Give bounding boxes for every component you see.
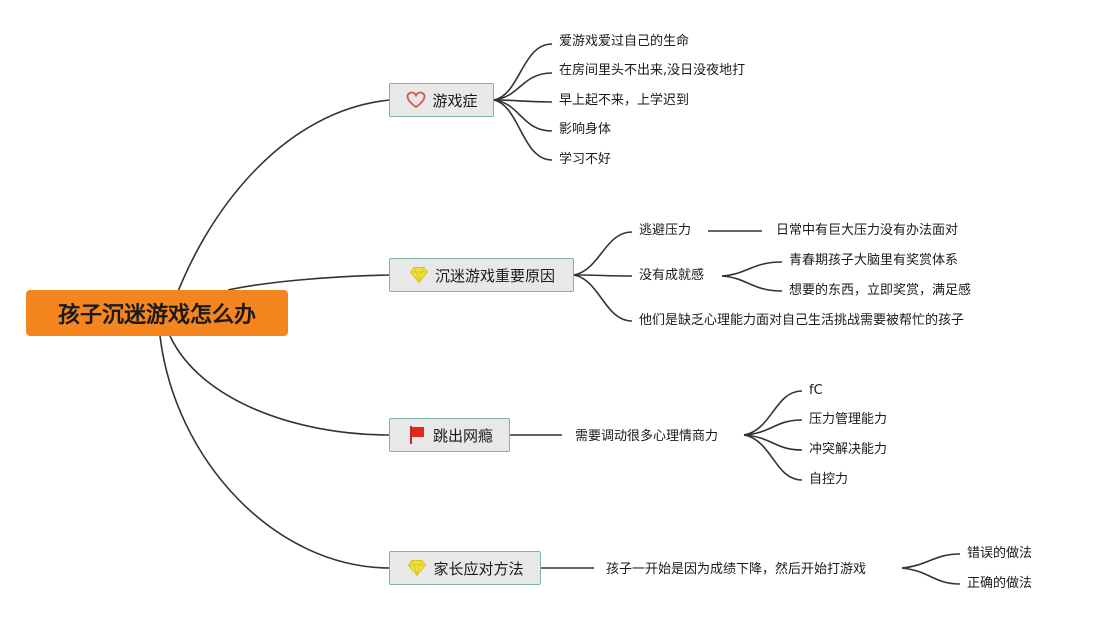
link-b3-leaf-4 — [743, 434, 803, 481]
link-b2-sub-1 — [573, 231, 633, 276]
leaf-node[interactable]: fC — [809, 383, 823, 398]
link-b3-leaf-1 — [743, 390, 803, 436]
topic-label: 家长应对方法 — [433, 559, 524, 578]
flag-icon — [406, 424, 428, 446]
root-topic[interactable]: 孩子沉迷游戏怎么办 — [26, 290, 288, 336]
leaf-node[interactable]: 冲突解决能力 — [809, 442, 888, 457]
link-b2-sub-3 — [573, 274, 633, 322]
link-b1-leaf-3 — [493, 99, 553, 103]
link-b2-sub2-leaf-1 — [721, 261, 783, 277]
link-b4-leaf-2 — [901, 567, 961, 585]
link-root-branch-4 — [159, 335, 391, 569]
link-b4-leaf-1 — [901, 553, 961, 569]
leaf-node[interactable]: 错误的做法 — [967, 546, 1033, 561]
leaf-node[interactable]: 压力管理能力 — [809, 412, 888, 427]
subtopic-node[interactable]: 没有成就感 — [639, 268, 705, 283]
link-b1-leaf-1 — [493, 43, 553, 101]
link-b1-leaf-5 — [493, 99, 553, 161]
leaf-node[interactable]: 自控力 — [809, 472, 849, 487]
gem-icon — [406, 557, 428, 579]
link-b2-sub-2 — [573, 274, 633, 277]
leaf-node[interactable]: 青春期孩子大脑里有奖赏体系 — [789, 253, 959, 268]
topic-label: 游戏症 — [432, 91, 478, 110]
topic-parent-response[interactable]: 家长应对方法 — [389, 551, 541, 585]
subtopic-node[interactable]: 需要调动很多心理情商力 — [575, 429, 719, 444]
link-root-branch-1 — [169, 99, 391, 314]
leaf-node[interactable]: 早上起不来，上学迟到 — [559, 93, 690, 108]
leaf-node[interactable]: 正确的做法 — [967, 576, 1033, 591]
leaf-node[interactable]: 想要的东西，立即奖赏，满足感 — [789, 283, 972, 298]
topic-main-causes[interactable]: 沉迷游戏重要原因 — [389, 258, 574, 292]
link-b1-leaf-2 — [493, 72, 553, 101]
topic-game-disorder[interactable]: 游戏症 — [389, 83, 494, 117]
topic-label: 跳出网瘾 — [432, 426, 493, 445]
leaf-node[interactable]: 影响身体 — [559, 122, 612, 137]
heart-icon — [405, 89, 427, 111]
link-b3-leaf-3 — [743, 434, 803, 451]
leaf-node[interactable]: 日常中有巨大压力没有办法面对 — [776, 223, 959, 238]
subtopic-node[interactable]: 他们是缺乏心理能力面对自己生活挑战需要被帮忙的孩子 — [639, 313, 965, 328]
subtopic-node[interactable]: 孩子一开始是因为成绩下降，然后开始打游戏 — [606, 562, 867, 577]
link-b1-leaf-4 — [493, 99, 553, 132]
link-root-branch-2 — [227, 274, 391, 291]
leaf-node[interactable]: 在房间里头不出来,没日没夜地打 — [559, 63, 746, 78]
topic-label: 沉迷游戏重要原因 — [434, 266, 555, 285]
link-b2-sub2-leaf-2 — [721, 275, 783, 292]
gem-icon — [408, 264, 430, 286]
leaf-node[interactable]: 爱游戏爱过自己的生命 — [559, 34, 690, 49]
link-root-branch-3 — [169, 335, 391, 436]
link-b3-leaf-2 — [743, 419, 803, 436]
leaf-node[interactable]: 学习不好 — [559, 152, 612, 167]
subtopic-node[interactable]: 逃避压力 — [639, 223, 692, 238]
topic-escape-addiction[interactable]: 跳出网瘾 — [389, 418, 510, 452]
root-topic-label: 孩子沉迷游戏怎么办 — [57, 303, 256, 328]
